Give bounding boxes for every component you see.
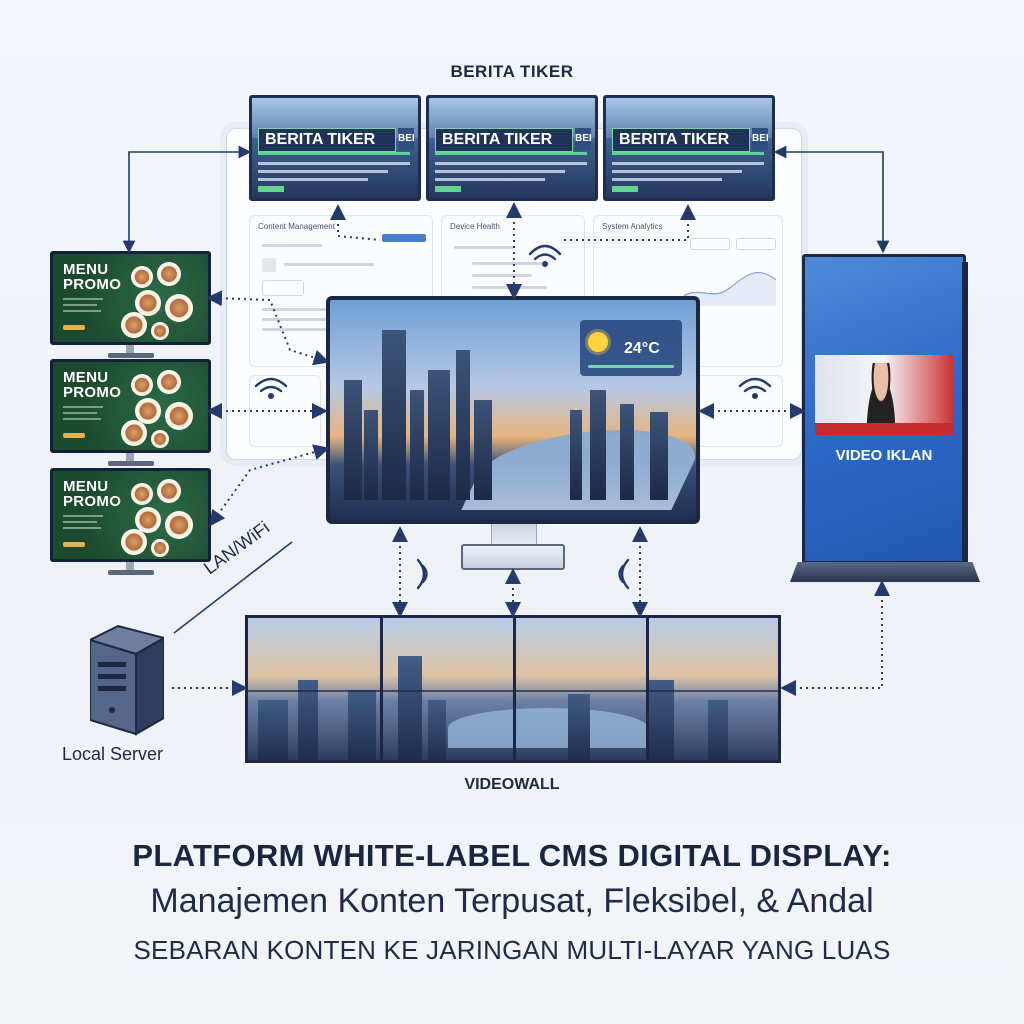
central-monitor: 24°C — [326, 296, 700, 524]
sun-icon — [588, 332, 608, 352]
server-icon — [90, 624, 164, 736]
ticker-screen-2: BERITA TIKER BER — [426, 95, 598, 201]
menu-title-line2: PROMO — [63, 276, 122, 293]
menu-title-line2: PROMO — [63, 384, 122, 401]
ticker-side-3: BER — [752, 128, 768, 150]
ticker-title-1: BERITA TIKER — [258, 128, 396, 152]
menu-title-line1: MENU — [63, 478, 109, 495]
ticker-group-label: BERITA TIKER — [450, 62, 574, 81]
arrow-ticker-kiosk — [773, 145, 890, 254]
headline-subtitle: Manajemen Konten Terpusat, Fleksibel, & … — [150, 882, 874, 920]
videowall-label: VIDEOWALL — [464, 776, 560, 793]
kiosk-base — [790, 562, 980, 582]
menu-title-line1: MENU — [63, 369, 109, 386]
kiosk-edge — [962, 262, 968, 562]
wifi-icon — [528, 244, 562, 268]
wifi-icon — [618, 558, 630, 590]
server-label: Local Server — [62, 744, 164, 764]
headline-title: PLATFORM WHITE-LABEL CMS DIGITAL DISPLAY… — [132, 838, 892, 873]
device-health-title: Device Health — [450, 222, 500, 231]
arrow-ticker-menu — [122, 145, 252, 254]
ticker-screen-3: BERITA TIKER BER — [603, 95, 775, 201]
ticker-screen-1: BERITA TIKER BER — [249, 95, 421, 201]
ticker-title-2: BERITA TIKER — [435, 128, 573, 152]
wifi-icon — [254, 377, 288, 400]
ticker-title-3: BERITA TIKER — [612, 128, 750, 152]
wifi-icon — [738, 377, 772, 400]
weather-temperature: 24°C — [624, 340, 660, 357]
ticker-side-2: BER — [575, 128, 591, 150]
weather-widget: 24°C — [580, 320, 682, 376]
video-ad-preview — [815, 355, 953, 435]
system-analytics-title: System Analytics — [602, 222, 663, 231]
ticker-side-1: BER — [398, 128, 414, 150]
headline-tagline: SEBARAN KONTEN KE JARINGAN MULTI-LAYAR Y… — [133, 935, 891, 965]
menu-title-line1: MENU — [63, 261, 109, 278]
menu-title-line2: PROMO — [63, 493, 122, 510]
content-management-title: Content Management — [258, 222, 335, 231]
kiosk-label: VIDEO IKLAN — [835, 447, 933, 464]
lan-wifi-line — [173, 541, 293, 634]
wifi-icon — [416, 558, 428, 590]
